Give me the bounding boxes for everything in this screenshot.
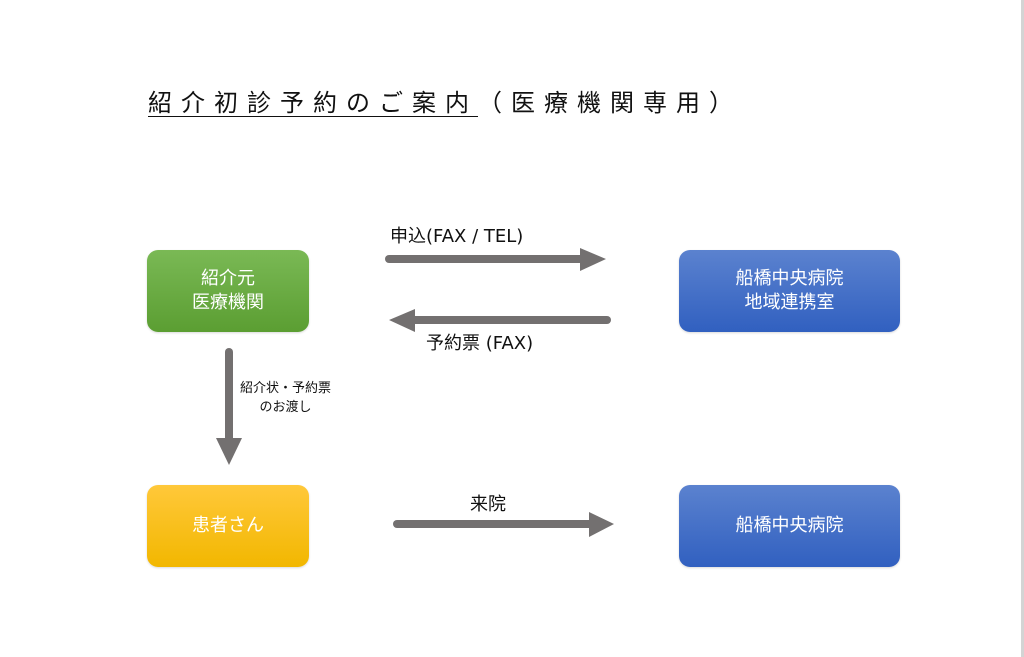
arrow-handover <box>216 348 242 465</box>
title-sub: （医療機関専用） <box>478 89 742 117</box>
node-liaison-line1: 船橋中央病院 <box>735 268 844 289</box>
edge-label-ticket: 予約票 (FAX) <box>426 333 534 354</box>
node-patient: 患者さん <box>147 485 309 567</box>
edge-label-handover-line1: 紹介状・予約票 <box>240 381 332 396</box>
node-referrer-line2: 医療機関 <box>192 292 264 313</box>
edge-label-visit: 来院 <box>470 494 506 515</box>
edge-label-apply: 申込(FAX / TEL) <box>390 226 524 247</box>
node-referrer-line1: 紹介元 <box>201 268 255 289</box>
page-title: 紹介初診予約のご案内（医療機関専用） <box>148 88 742 118</box>
page-edge-border <box>1021 0 1024 657</box>
node-hospital: 船橋中央病院 <box>679 485 900 567</box>
edge-label-handover: 紹介状・予約票 のお渡し <box>240 379 331 417</box>
arrow-visit <box>393 512 614 537</box>
node-liaison-line2: 地域連携室 <box>744 292 835 313</box>
node-hospital-label: 船橋中央病院 <box>735 515 844 536</box>
edge-label-handover-line2: のお渡し <box>259 400 312 415</box>
node-patient-label: 患者さん <box>192 515 264 536</box>
node-liaison: 船橋中央病院 地域連携室 <box>679 250 900 332</box>
title-main: 紹介初診予約のご案内 <box>148 89 478 117</box>
node-referrer: 紹介元 医療機関 <box>147 250 309 332</box>
arrow-apply <box>385 248 606 271</box>
arrow-ticket <box>389 309 611 332</box>
